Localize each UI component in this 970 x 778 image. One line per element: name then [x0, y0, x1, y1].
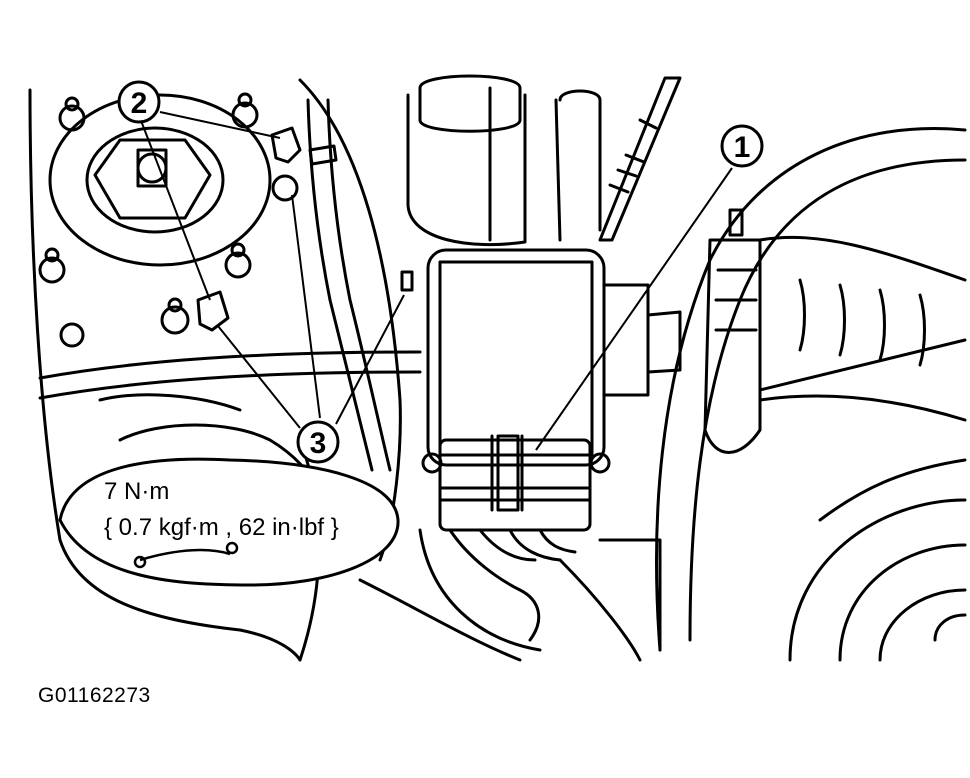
- callout-1: 1: [720, 124, 764, 168]
- leader-1: [535, 167, 733, 451]
- clip-upper: [270, 126, 302, 164]
- torque-spec: 7 N·m { 0.7 kgf·m , 62 in·lbf }: [104, 474, 339, 546]
- control-module-body: [426, 248, 606, 467]
- mount-studs: [38, 92, 299, 348]
- small-sensor: [400, 270, 414, 292]
- leader-3b: [291, 194, 321, 419]
- leader-2b: [159, 111, 281, 139]
- strut-nut: [93, 138, 212, 220]
- canister-left: [406, 93, 527, 247]
- background-linework: [28, 74, 967, 662]
- callout-1-label: 1: [734, 131, 751, 164]
- callout-2-circle: [117, 80, 161, 124]
- leader-2a: [139, 117, 211, 301]
- leader-3a: [217, 325, 301, 429]
- hose-clamp: [308, 144, 338, 166]
- torque-balloon: [58, 457, 400, 587]
- leader-lines: [139, 111, 733, 451]
- clip-lower: [196, 290, 230, 332]
- callout-2-label: 2: [131, 87, 148, 120]
- torque-spec-secondary: { 0.7 kgf·m , 62 in·lbf }: [104, 514, 339, 541]
- harness-right: [728, 208, 744, 237]
- callout-3-circle: [296, 420, 340, 464]
- callout-2: 2: [117, 80, 161, 124]
- torque-balloon-wrench-arc: [139, 548, 231, 562]
- figure-id: G01162273: [38, 684, 151, 707]
- canister-right: [488, 86, 562, 242]
- wheel-arc-outer: [788, 498, 967, 662]
- control-module-bracket: [602, 283, 650, 397]
- brake-line: [598, 76, 682, 242]
- torque-spec-primary: 7 N·m: [104, 478, 170, 505]
- callout-3: 3: [296, 420, 340, 464]
- strut-mount-plate: [48, 93, 272, 267]
- callout-1-circle: [720, 124, 764, 168]
- callout-3-label: 3: [310, 427, 327, 460]
- bellows-right: [758, 235, 967, 422]
- fender-rail: [38, 350, 422, 380]
- strut-mount-ring: [85, 126, 225, 234]
- wire-bundle: [448, 528, 541, 642]
- harness-connector: [438, 438, 592, 532]
- leader-3c: [335, 294, 405, 425]
